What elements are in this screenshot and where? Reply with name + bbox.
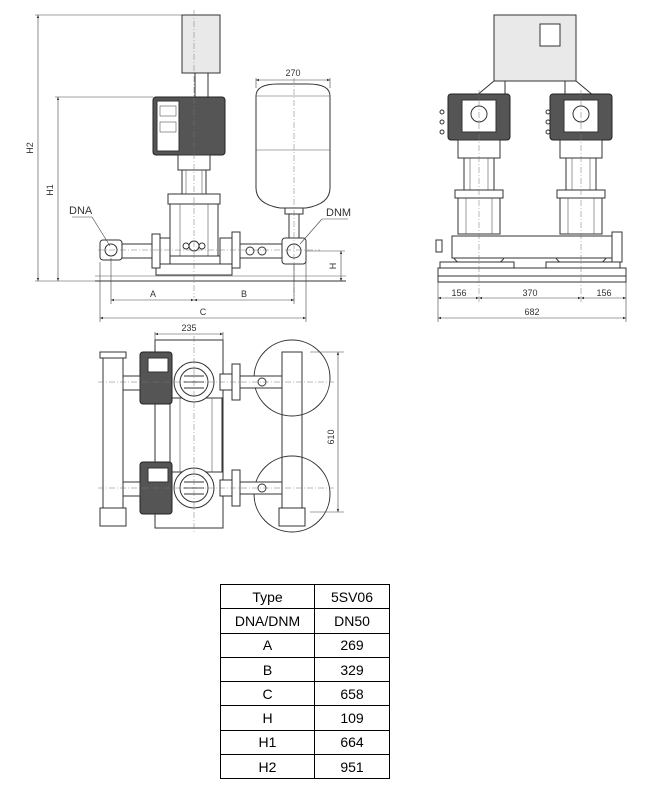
table-key: H xyxy=(220,705,315,731)
side-view: 270 DNA DNM H2 H1 H A B C xyxy=(25,10,351,322)
rear-center-dimension: 370 xyxy=(522,288,537,298)
rear-left-dimension: 156 xyxy=(451,288,466,298)
plan-depth-dimension: 610 xyxy=(326,429,336,444)
table-value: 5SV06 xyxy=(314,583,390,610)
table-key: H1 xyxy=(220,729,315,756)
table-value: 658 xyxy=(314,681,390,707)
h2-label: H2 xyxy=(25,142,35,154)
dnm-label: DNM xyxy=(326,207,351,219)
table-key: B xyxy=(220,656,315,683)
h-label: H xyxy=(328,263,338,270)
table-value: DN50 xyxy=(314,608,390,634)
table-key: A xyxy=(220,632,315,658)
table-key: C xyxy=(220,681,315,707)
plan-width-dimension: 235 xyxy=(181,323,196,333)
table-value: 951 xyxy=(314,754,390,780)
a-label: A xyxy=(150,289,156,299)
table-value: 664 xyxy=(314,729,390,756)
b-label: B xyxy=(241,289,247,299)
h1-label: H1 xyxy=(45,184,55,196)
rear-total-dimension: 682 xyxy=(524,307,539,317)
rear-right-dimension: 156 xyxy=(596,288,611,298)
rear-view: 156 370 156 682 xyxy=(435,14,627,322)
dna-label: DNA xyxy=(69,205,93,217)
table-value: 109 xyxy=(314,705,390,731)
c-label: C xyxy=(200,307,207,317)
table-value: 269 xyxy=(314,632,390,658)
tank-width-dimension: 270 xyxy=(285,68,300,78)
table-value: 329 xyxy=(314,656,390,683)
technical-drawing: 270 DNA DNM H2 H1 H A B C xyxy=(25,10,627,533)
table-key: H2 xyxy=(220,754,315,780)
plan-view: 235 610 xyxy=(98,323,344,533)
table-key: DNA/DNM xyxy=(220,608,315,634)
table-key: Type xyxy=(220,583,315,610)
